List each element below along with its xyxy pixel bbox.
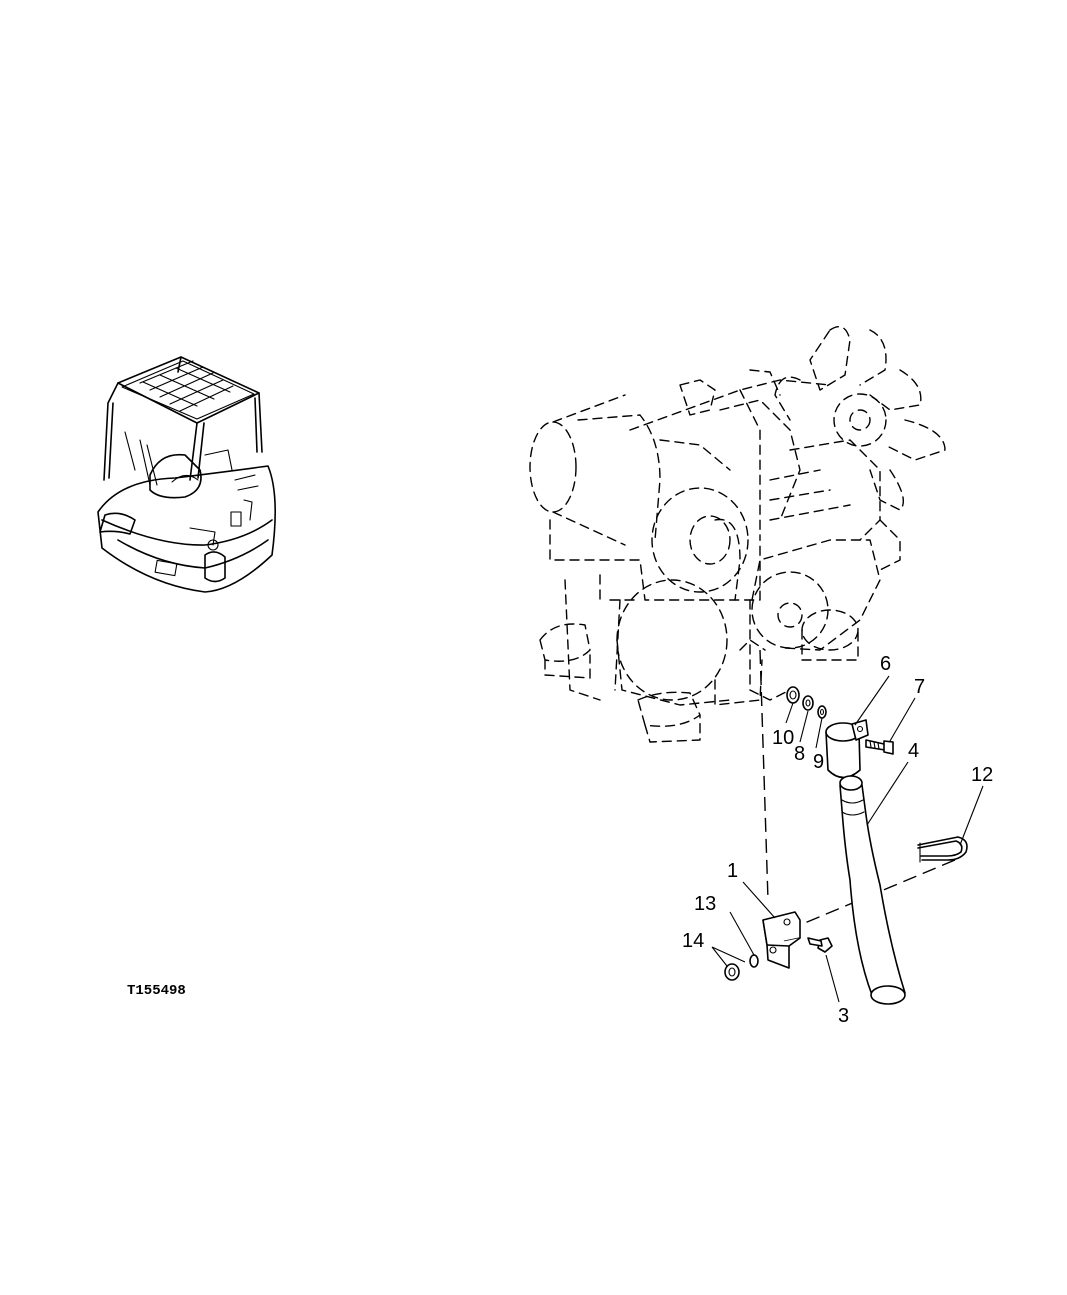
callout-10: 10 — [772, 727, 794, 749]
excavator-locator-icon — [97, 356, 276, 593]
washer-part-9 — [817, 705, 827, 719]
nut-part-10 — [786, 686, 800, 704]
callout-13: 13 — [694, 893, 716, 915]
bracket-part-1 — [762, 911, 801, 969]
callout-7: 7 — [914, 676, 925, 698]
callout-1: 1 — [727, 860, 738, 882]
clamp-part-6 — [825, 719, 869, 779]
callout-3: 3 — [838, 1005, 849, 1027]
callout-6: 6 — [880, 653, 891, 675]
figure-id: T155498 — [127, 983, 186, 999]
callout-8: 8 — [794, 743, 805, 765]
callout-9: 9 — [813, 751, 824, 773]
ubolt-part-12 — [917, 836, 968, 863]
callout-14: 14 — [682, 930, 704, 952]
callout-4: 4 — [908, 740, 919, 762]
leader-lines — [711, 675, 984, 1003]
washer-part-13 — [749, 954, 759, 968]
engine-phantom-icon — [529, 326, 956, 926]
tube-part-4 — [839, 775, 906, 1005]
washer-part-8 — [802, 695, 814, 711]
bolt-part-7 — [865, 739, 894, 755]
callout-12: 12 — [971, 764, 993, 786]
nut-part-14 — [724, 963, 740, 981]
bolt-part-3 — [807, 937, 833, 953]
